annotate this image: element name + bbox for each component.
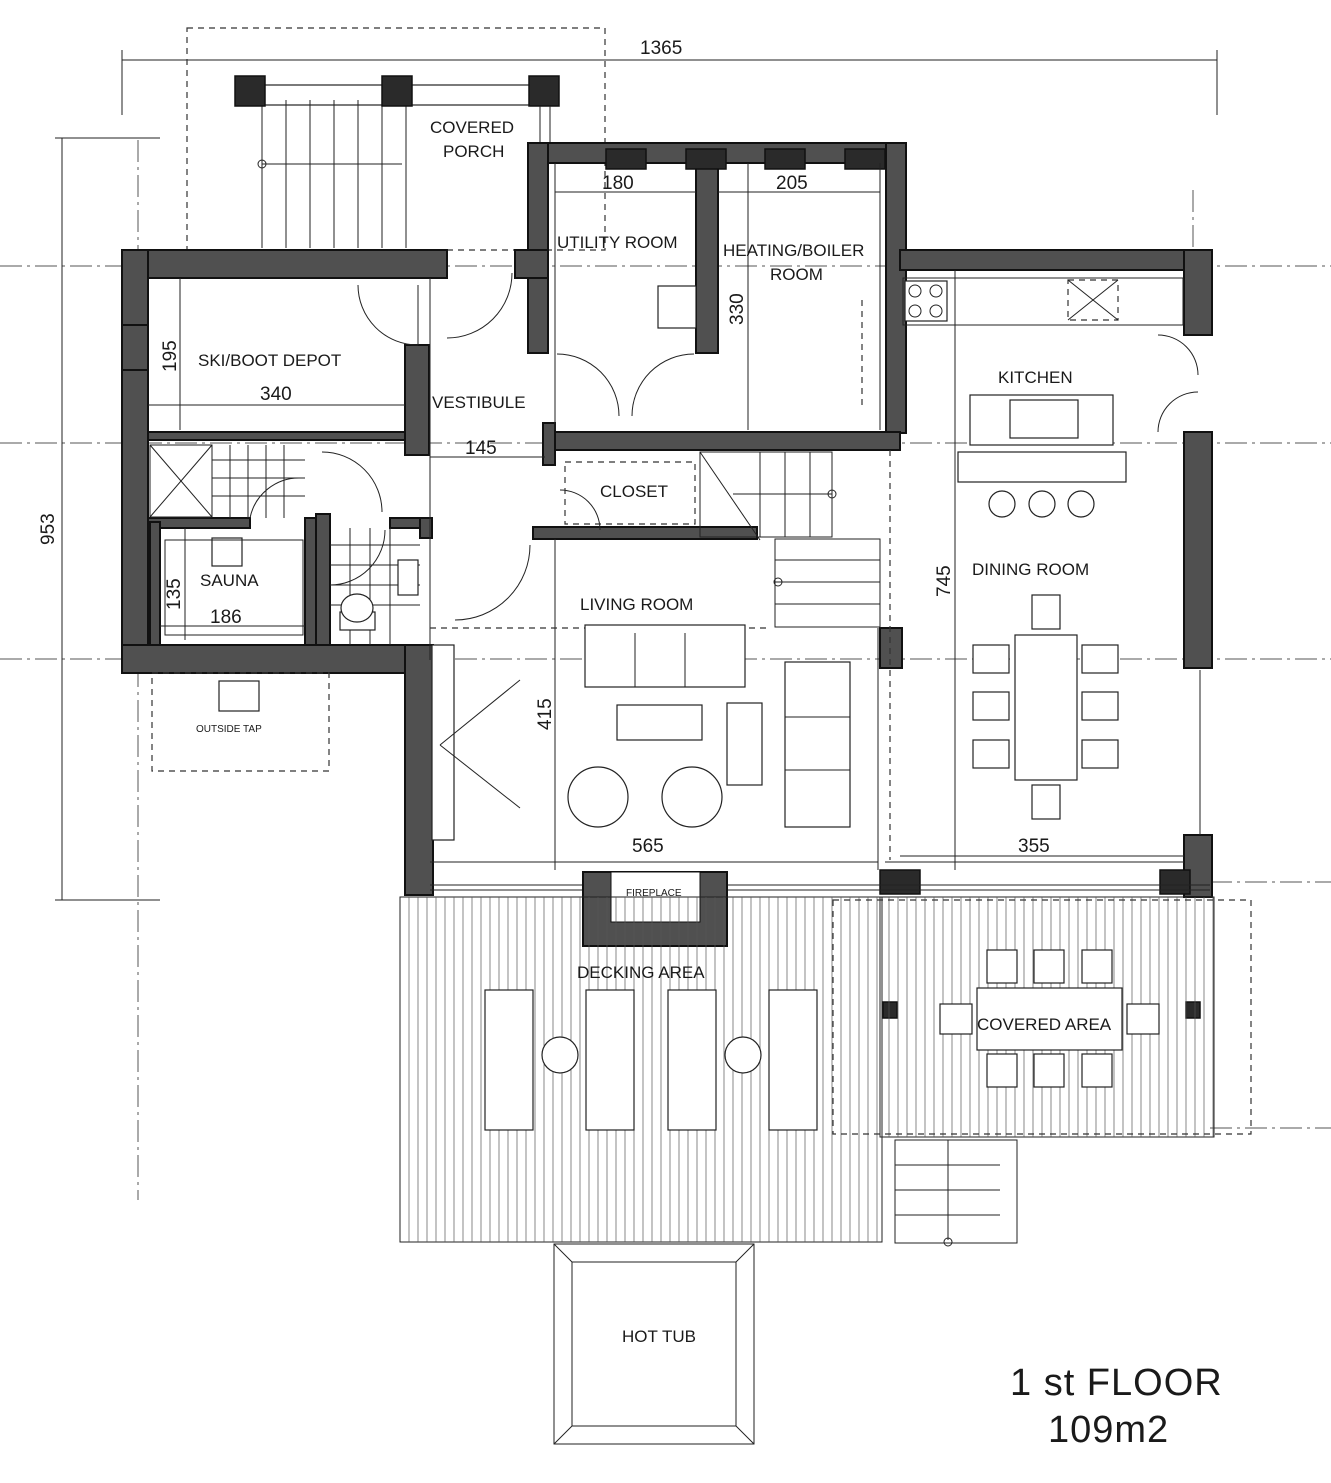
walls [121,142,1213,1019]
fireplace [582,871,728,947]
label-vestibule: VESTIBULE [432,393,526,412]
bath-fixtures [149,285,697,712]
outside-tap-area [151,672,330,772]
label-covered-porch-1: COVERED [430,118,514,137]
dim-sauna-width: 186 [210,607,242,628]
label-hot-tub: HOT TUB [622,1327,696,1346]
doors [249,272,1199,621]
kitchen-fixtures [902,277,1184,518]
interior-stairs [699,451,881,628]
room-dimension-lines [148,163,1184,870]
label-ski-boot: SKI/BOOT DEPOT [198,351,341,370]
label-outside-tap: OUTSIDE TAP [196,724,262,735]
dim-utility-width: 180 [602,173,634,194]
dim-overall-width: 1365 [640,38,682,59]
dim-ski-width: 340 [260,384,292,405]
label-living: LIVING ROOM [580,595,693,614]
dim-dining-width: 355 [1018,836,1050,857]
label-utility-room: UTILITY ROOM [557,233,678,252]
overall-dimension-lines [55,50,1218,901]
floor-area: 109m2 [1048,1409,1169,1451]
dim-dining-depth: 745 [934,565,955,597]
label-sauna: SAUNA [200,571,259,590]
label-heating-1: HEATING/BOILER [723,241,864,260]
dim-sauna-depth: 135 [164,578,185,610]
covered-porch [186,27,606,251]
dim-living-width: 565 [632,836,664,857]
hot-tub [553,1243,755,1445]
dim-living-depth: 415 [535,698,556,730]
closet-outline [564,461,696,525]
label-kitchen: KITCHEN [998,368,1073,387]
label-decking: DECKING AREA [577,963,705,982]
dining-furniture [972,594,1119,820]
dim-ski-depth: 195 [160,340,181,372]
dim-heating-depth: 330 [727,293,748,325]
deck-steps [894,1139,1018,1247]
covered-area-outline [832,899,1252,1135]
label-closet: CLOSET [600,482,668,501]
floor-title: 1 st FLOOR [1010,1362,1223,1404]
dim-heating-width: 205 [776,173,808,194]
label-dining: DINING ROOM [972,560,1089,579]
label-heating-2: ROOM [770,265,823,284]
porch-steps [257,100,407,248]
deck-furniture [484,949,1160,1131]
label-fireplace: FIREPLACE [626,888,682,899]
label-covered-porch-2: PORCH [443,142,504,161]
living-furniture [431,624,851,841]
dim-vestibule-width: 145 [465,438,497,459]
label-covered-area: COVERED AREA [977,1015,1112,1034]
dim-overall-depth: 953 [38,513,59,545]
